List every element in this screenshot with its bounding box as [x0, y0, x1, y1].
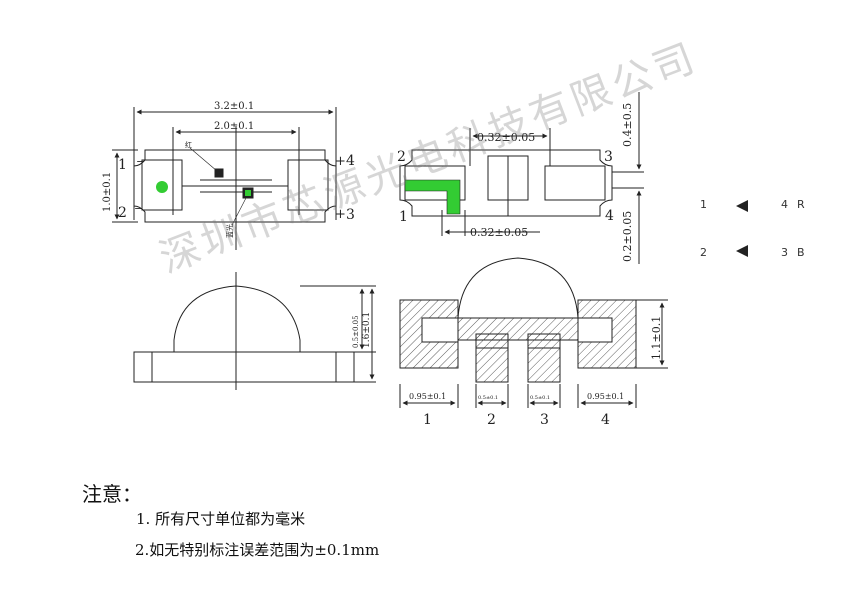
diode-b-icon	[736, 245, 748, 257]
schematic	[736, 200, 748, 257]
side-view	[133, 272, 376, 390]
diode-r-icon	[736, 200, 748, 212]
pin-4-label: 4	[346, 153, 355, 169]
bottom-pin-4: 4	[605, 208, 614, 224]
dim-lens-base: 0.5±0.05	[352, 315, 360, 348]
section-pin-1: 1	[423, 412, 432, 428]
schematic-pin-3: 3	[781, 246, 788, 259]
pin-3-label: 3	[346, 207, 355, 223]
dim-pad-width-top: 0.32±0.05	[477, 131, 535, 144]
bottom-pin-3: 3	[604, 149, 613, 165]
section-pin-2: 2	[487, 412, 496, 428]
schematic-letter-b: B	[797, 246, 805, 259]
note-line-1: 1. 所有尺寸单位都为毫米	[136, 510, 306, 528]
notes-title: 注意：	[82, 482, 142, 506]
pin-2-sign: −	[134, 202, 143, 215]
dim-total-length: 3.2±0.1	[214, 101, 254, 112]
dim-pad-width-bottom: 0.32±0.05	[470, 226, 528, 239]
schematic-pin-4: 4	[781, 198, 788, 211]
bottom-view	[399, 92, 644, 264]
dim-top-extent: 0.4±0.5	[621, 103, 634, 147]
pin-1-sign: −	[136, 155, 145, 168]
section-view	[399, 257, 668, 408]
chip-label-red: 红	[185, 140, 192, 149]
chip-label-blue: 蓝光	[225, 224, 234, 238]
dim-height-total: 1.6±0.1	[362, 312, 372, 348]
pin-1-label: 1	[118, 157, 127, 173]
note-line-2: 2.如无特别标注误差范围为±0.1mm	[135, 541, 380, 559]
bottom-pin-2: 2	[397, 149, 406, 165]
dim-side-height: 1.1±0.1	[650, 316, 663, 360]
pin-2-label: 2	[118, 205, 127, 221]
bottom-pin-1: 1	[399, 209, 408, 225]
schematic-pin-1: 1	[700, 198, 707, 211]
schematic-letter-r: R	[797, 198, 805, 211]
dim-inner-length: 2.0±0.1	[214, 121, 254, 132]
schematic-pin-2: 2	[700, 246, 707, 259]
pin-4-sign: +	[335, 154, 346, 169]
pin-3-sign: +	[335, 207, 346, 222]
green-polarity-mark	[404, 179, 461, 215]
dim-pad-outer-left: 0.95±0.1	[409, 392, 446, 401]
section-pin-3: 3	[540, 412, 549, 428]
section-pin-4: 4	[601, 412, 610, 428]
dim-width: 1.0±0.1	[102, 172, 113, 212]
dim-pad-outer-right: 0.95±0.1	[587, 392, 624, 401]
dim-pad-inner-left: 0.5±0.1	[478, 395, 498, 401]
top-view	[112, 107, 337, 250]
dim-gap: 0.2±0.05	[621, 211, 634, 262]
dim-pad-inner-right: 0.5±0.1	[530, 395, 550, 401]
